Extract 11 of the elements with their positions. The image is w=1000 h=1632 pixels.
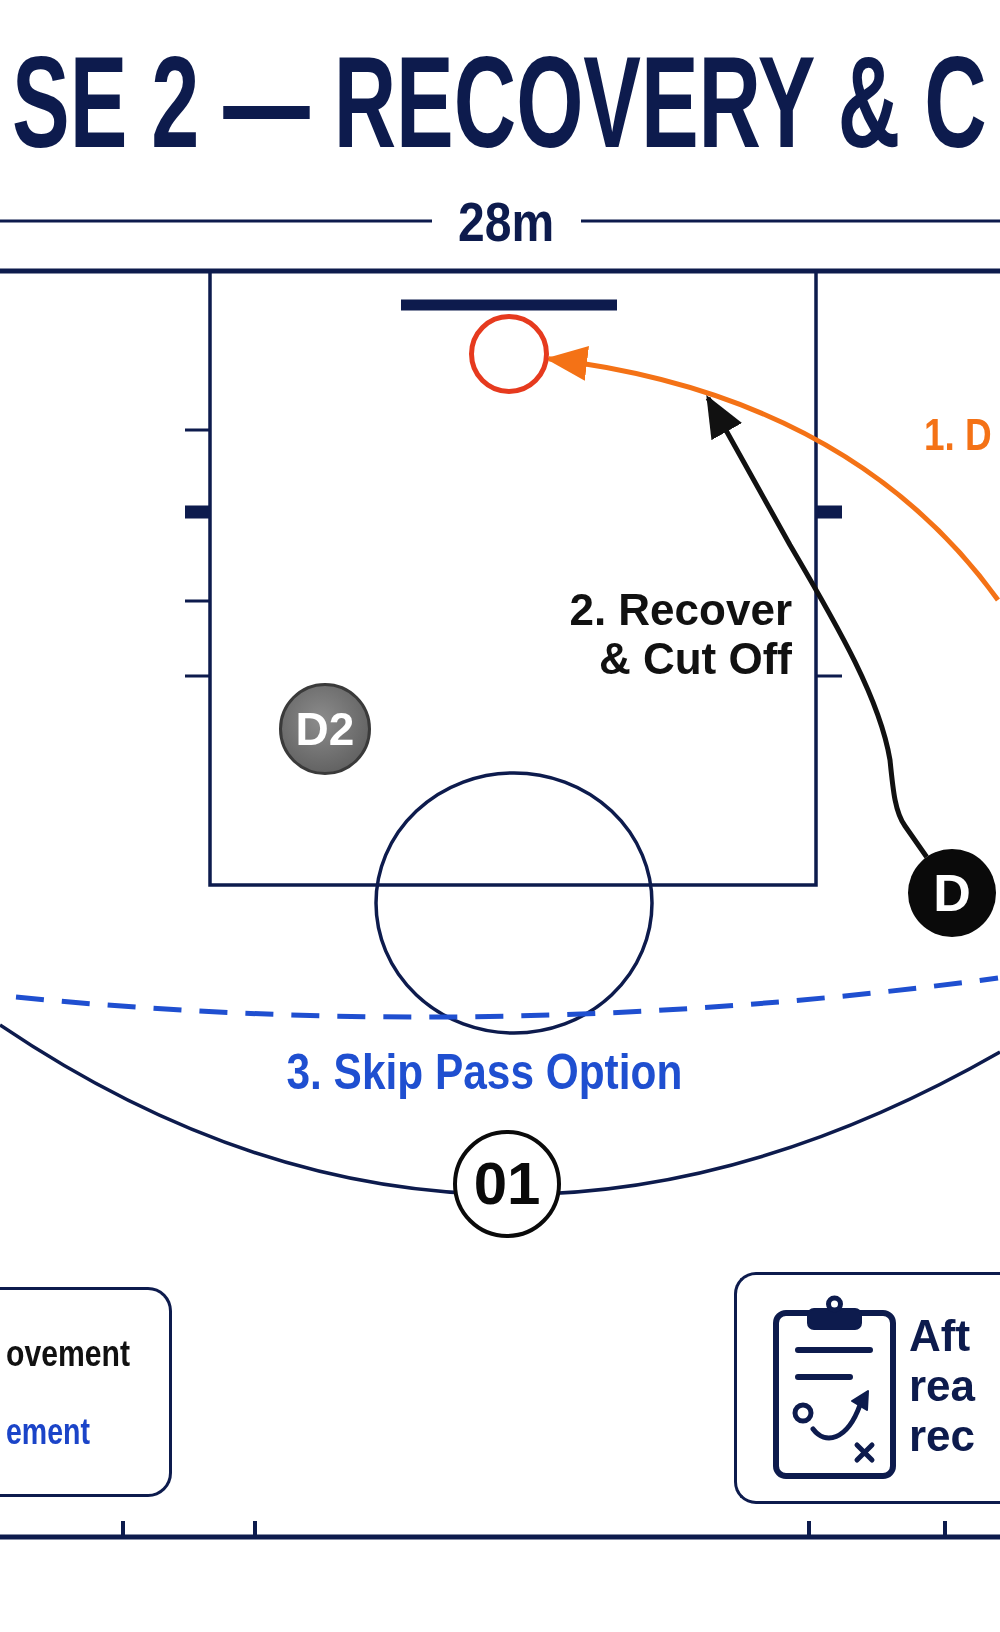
- player-marker: D2: [279, 683, 371, 775]
- arrow: [705, 394, 929, 859]
- player-marker: D: [908, 849, 996, 937]
- dimension-label: 28m: [458, 190, 555, 255]
- title: SE 2 — RECOVERY & C: [12, 28, 987, 177]
- player-marker: 01: [453, 1130, 561, 1238]
- note-card: [734, 1272, 1000, 1504]
- legend-label: ement: [6, 1411, 90, 1453]
- legend-label: ovement: [6, 1333, 131, 1375]
- basket-hoop: [469, 314, 549, 394]
- note-text: Aft rea rec: [909, 1311, 977, 1461]
